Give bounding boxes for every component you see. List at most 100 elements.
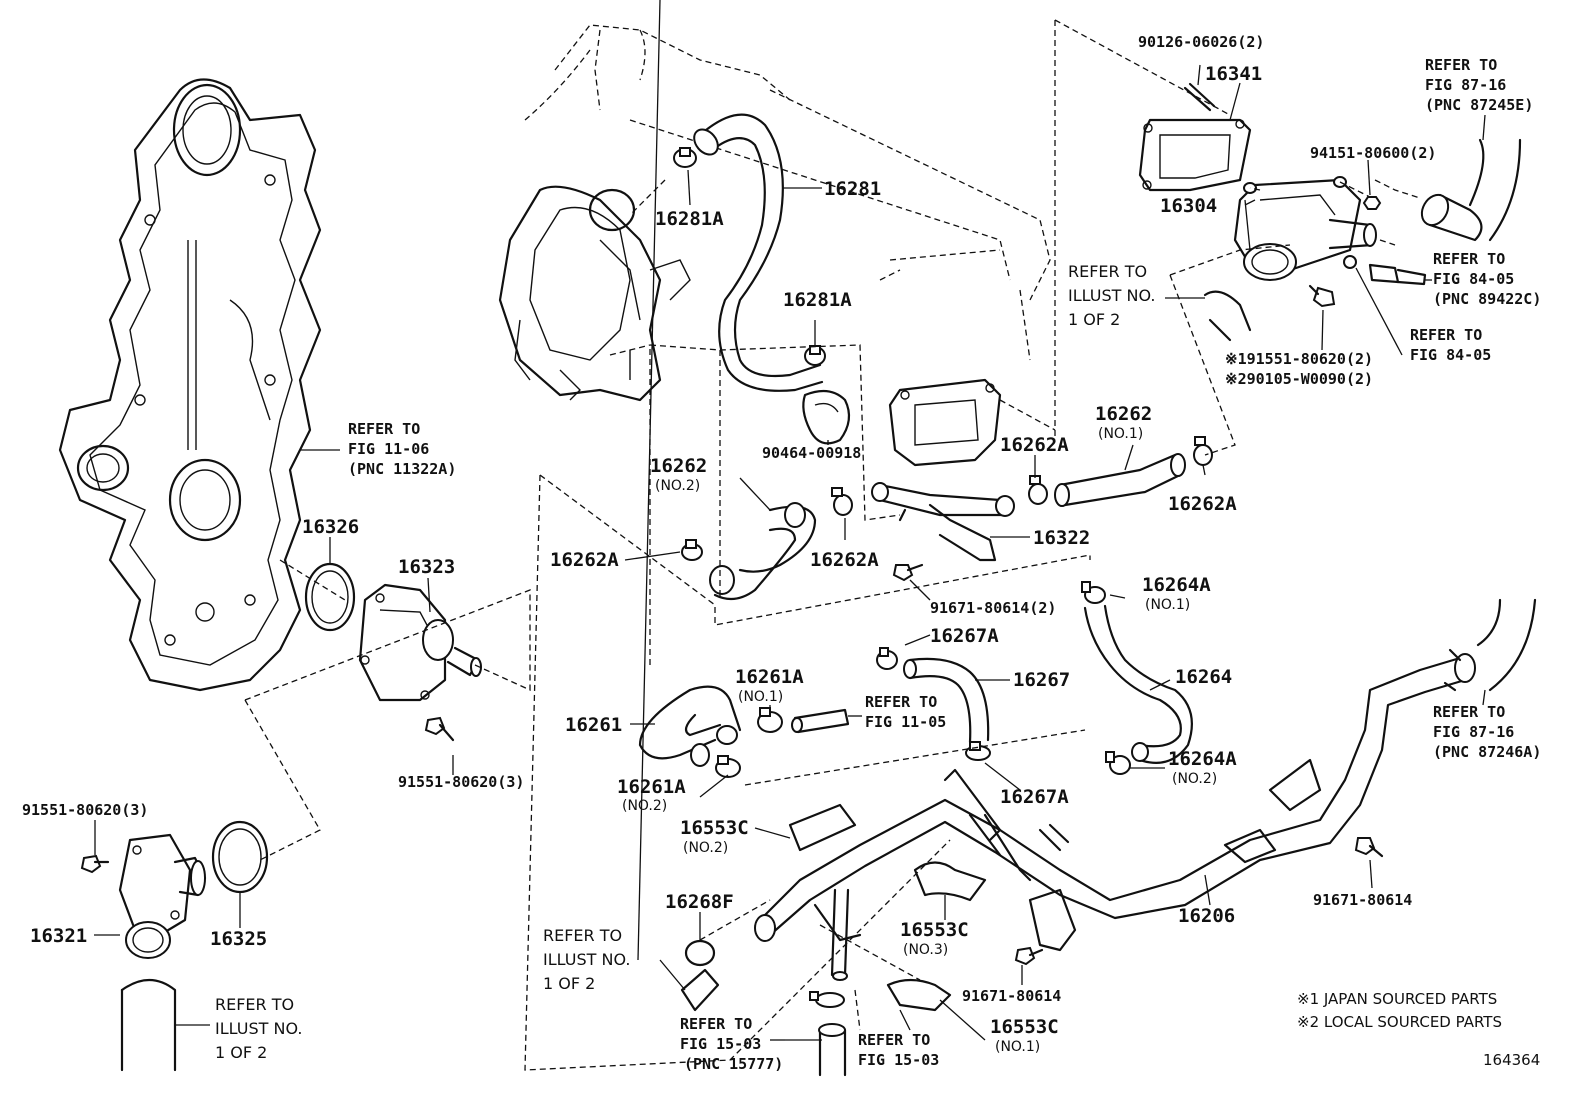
label-16264A-no1: 16264A [1142,574,1211,596]
thermostat [173,856,207,897]
svg-text:(PNC 15777): (PNC 15777) [684,1055,783,1073]
water-inlet-16323 [358,583,482,702]
clamp-16281A-lower [804,345,826,366]
label-90464-00918: 90464-00918 [762,444,861,462]
clamp-90464-00918 [802,389,851,445]
hose-refer-illust-lower [120,978,177,1072]
label-94151-80600: 94151-80600(2) [1310,144,1436,162]
svg-text:REFER TO: REFER TO [1433,703,1505,721]
refer-notes: REFER TO FIG 87-16 (PNC 87245E) REFER TO… [215,56,1541,1073]
label-91551-80620-a: 91551-80620(3) [398,773,524,791]
label-16264A-no2-sub: (NO.2) [1172,771,1217,787]
bolt-91551-80620-b [80,854,110,874]
fitting-refer-fig-11-05 [791,708,850,734]
dashed-guides [244,19,1421,1071]
label-16322: 16322 [1033,527,1090,549]
o-ring-16326 [304,562,356,632]
bolt-91671-80614-b [1014,946,1044,966]
hose-refer-illust-upper [1203,290,1252,342]
clamp-16262A-3 [1028,475,1048,505]
label-16262-no1: 16262 [1095,403,1152,425]
svg-text:FIG 11-06: FIG 11-06 [348,440,429,458]
label-191551-80620: ※191551-80620(2) [1225,350,1373,368]
svg-text:FIG 15-03: FIG 15-03 [858,1051,939,1069]
svg-text:REFER TO: REFER TO [348,420,420,438]
label-16262A-left: 16262A [550,549,619,571]
label-16553C-no1-sub: (NO.1) [995,1039,1040,1055]
label-90126-06026: 90126-06026(2) [1138,33,1264,51]
gasket-16341 [1138,118,1252,192]
svg-text:FIG 84-05: FIG 84-05 [1433,270,1514,288]
label-16281A-upper: 16281A [655,208,724,230]
svg-text:REFER TO: REFER TO [1068,262,1147,281]
svg-text:(PNC 11322A): (PNC 11322A) [348,460,456,478]
thermostat-housing-16321 [118,833,192,959]
part-labels: 16281 16281A 16281A 90464-00918 90126-06… [22,33,1436,1055]
diagram-id: 164364 [1483,1051,1540,1069]
svg-text:(PNC 89422C): (PNC 89422C) [1433,290,1541,308]
label-16262A-center: 16262A [810,549,879,571]
label-16553C-no3: 16553C [900,919,969,941]
hose-16262-no2 [709,502,817,601]
label-16268F: 16268F [665,891,734,913]
engine-block-outline [498,24,1051,402]
svg-text:FIG 11-05: FIG 11-05 [865,713,946,731]
ref-illust-mid: REFER TO ILLUST NO. 1 OF 2 [543,926,630,993]
clamp-16262A-4 [1193,436,1213,466]
label-91671-80614-a: 91671-80614 [1313,891,1412,909]
footnotes: ※1 JAPAN SOURCED PARTS ※2 LOCAL SOURCED … [1297,990,1540,1069]
clamp-lower [809,991,845,1008]
clamp-16553C-no1 [886,978,952,1012]
gasket-water-inlet [888,378,1002,467]
ref-illust-bottom: REFER TO ILLUST NO. 1 OF 2 [215,995,302,1062]
label-16321: 16321 [30,925,87,947]
ref-fig-11-05: REFER TO FIG 11-05 [865,693,946,731]
label-290105-W0090: ※290105-W0090(2) [1225,370,1373,388]
svg-text:FIG 87-16: FIG 87-16 [1425,76,1506,94]
clamp-16264A-no2 [1105,751,1131,775]
label-16262-no2: 16262 [650,455,707,477]
clamp-16267A-upper [876,647,898,670]
ref-fig-87-16-top: REFER TO FIG 87-16 (PNC 87245E) [1425,56,1533,114]
svg-text:1 OF 2: 1 OF 2 [1068,310,1120,329]
svg-text:(PNC 87246A): (PNC 87246A) [1433,743,1541,761]
label-16264: 16264 [1175,666,1232,688]
label-16326: 16326 [302,516,359,538]
label-16325: 16325 [210,928,267,950]
ref-fig-15-03-a: REFER TO FIG 15-03 (PNC 15777) [680,1015,783,1073]
hose-fig-15-03-left [680,968,720,1012]
pipe-side-branch [830,888,850,981]
radiator-hose-upper [1420,138,1522,242]
svg-text:1 OF 2: 1 OF 2 [543,974,595,993]
timing-chain-cover [58,78,322,692]
bolt-91671-80614-2 [892,563,924,582]
label-16264A-no2: 16264A [1168,748,1237,770]
clamp-16281A-upper [673,147,697,168]
label-16553C-no2-sub: (NO.2) [683,840,728,856]
hose-16261 [638,685,742,767]
radiator-hose-lower [1476,598,1537,692]
hose-16264 [1083,604,1193,764]
ref-fig-84-05-a: REFER TO FIG 84-05 (PNC 89422C) [1433,250,1541,308]
ref-fig-87-16-bottom: REFER TO FIG 87-16 (PNC 87246A) [1433,703,1541,761]
label-16553C-no2: 16553C [680,817,749,839]
label-16304: 16304 [1160,195,1217,217]
label-16341: 16341 [1205,63,1262,85]
label-16261A-no2-sub: (NO.2) [622,798,667,814]
svg-text:ILLUST NO.: ILLUST NO. [543,950,630,969]
gasket-16325 [211,820,269,894]
label-16323: 16323 [398,556,455,578]
water-pipe-16206 [754,648,1476,952]
label-16262-no2-sub: (NO.2) [655,478,700,494]
svg-text:REFER TO: REFER TO [680,1015,752,1033]
svg-text:REFER TO: REFER TO [1410,326,1482,344]
ref-fig-15-03-b: REFER TO FIG 15-03 [858,1031,939,1069]
svg-text:ILLUST NO.: ILLUST NO. [215,1019,302,1038]
label-16267A-upper: 16267A [930,625,999,647]
clamp-16553C-no3 [913,861,987,902]
label-16206: 16206 [1178,905,1235,927]
clamp-16267A-lower [965,741,991,761]
label-16261A-no1-sub: (NO.1) [738,689,783,705]
